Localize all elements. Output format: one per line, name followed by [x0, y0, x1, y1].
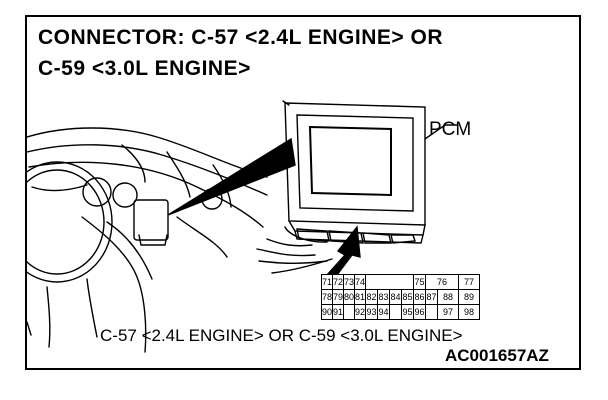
pin-cell-empty [365, 274, 415, 290]
pin-cell: 76 [425, 274, 460, 290]
diagram-title: CONNECTOR: C-57 <2.4L ENGINE> OR C-59 <3… [38, 22, 443, 84]
pin-cell: 88 [437, 289, 460, 305]
title-line-2: C-59 <3.0L ENGINE> [38, 57, 251, 80]
pcm-label: PCM [429, 119, 472, 140]
pointer-wedge [167, 137, 296, 216]
pin-cell: 80 [343, 289, 356, 305]
pin-cell: 94 [377, 304, 391, 320]
pin-cell: 96 [413, 304, 427, 320]
pin-cell: 98 [458, 304, 481, 320]
connector-caption: C-57 <2.4L ENGINE> OR C-59 <3.0L ENGINE> [100, 326, 463, 345]
diagram-frame [25, 15, 581, 370]
pin-cell: 92 [354, 304, 367, 320]
pin-cell: 86 [413, 289, 427, 305]
pin-cell: 89 [458, 289, 481, 305]
pin-cell-empty [389, 304, 403, 320]
dashboard-illustration [27, 100, 458, 353]
pin-row: 71 72 73 74 75 76 77 [320, 274, 481, 290]
harness-drawing [256, 226, 416, 274]
pin-cell: 79 [332, 289, 345, 305]
pin-cell: 82 [365, 289, 379, 305]
pin-cell: 74 [354, 274, 367, 290]
pin-cell: 81 [354, 289, 367, 305]
pin-cell: 75 [413, 274, 427, 290]
pin-cell: 78 [320, 289, 334, 305]
pin-cell: 91 [332, 304, 345, 320]
pcm-module-drawing [282, 100, 426, 244]
pin-cell: 97 [437, 304, 460, 320]
pin-cell: 83 [377, 289, 391, 305]
figure-id: AC001657AZ [445, 346, 549, 365]
pin-cell: 85 [401, 289, 415, 305]
pin-cell: 72 [332, 274, 345, 290]
pcm-leader-line [424, 124, 458, 140]
pin-row: 78 79 80 81 82 83 84 85 86 87 88 89 [320, 289, 481, 305]
pin-cell-empty [343, 304, 356, 320]
pin-cell-empty [425, 304, 439, 320]
pin-cell: 71 [320, 274, 334, 290]
pin-cell: 93 [365, 304, 379, 320]
pin-cell: 95 [401, 304, 415, 320]
connector-arrow [325, 225, 361, 280]
pin-cell: 90 [320, 304, 334, 320]
connector-pin-table: 71 72 73 74 75 76 77 78 79 80 81 82 83 8… [320, 274, 481, 320]
pin-cell: 84 [389, 289, 403, 305]
pin-cell: 77 [458, 274, 481, 290]
pin-cell: 73 [343, 274, 356, 290]
dashboard-drawing [27, 127, 268, 353]
pin-row: 90 91 92 93 94 95 96 97 98 [320, 304, 481, 320]
pin-cell: 87 [425, 289, 439, 305]
title-line-1: CONNECTOR: C-57 <2.4L ENGINE> OR [38, 26, 443, 49]
